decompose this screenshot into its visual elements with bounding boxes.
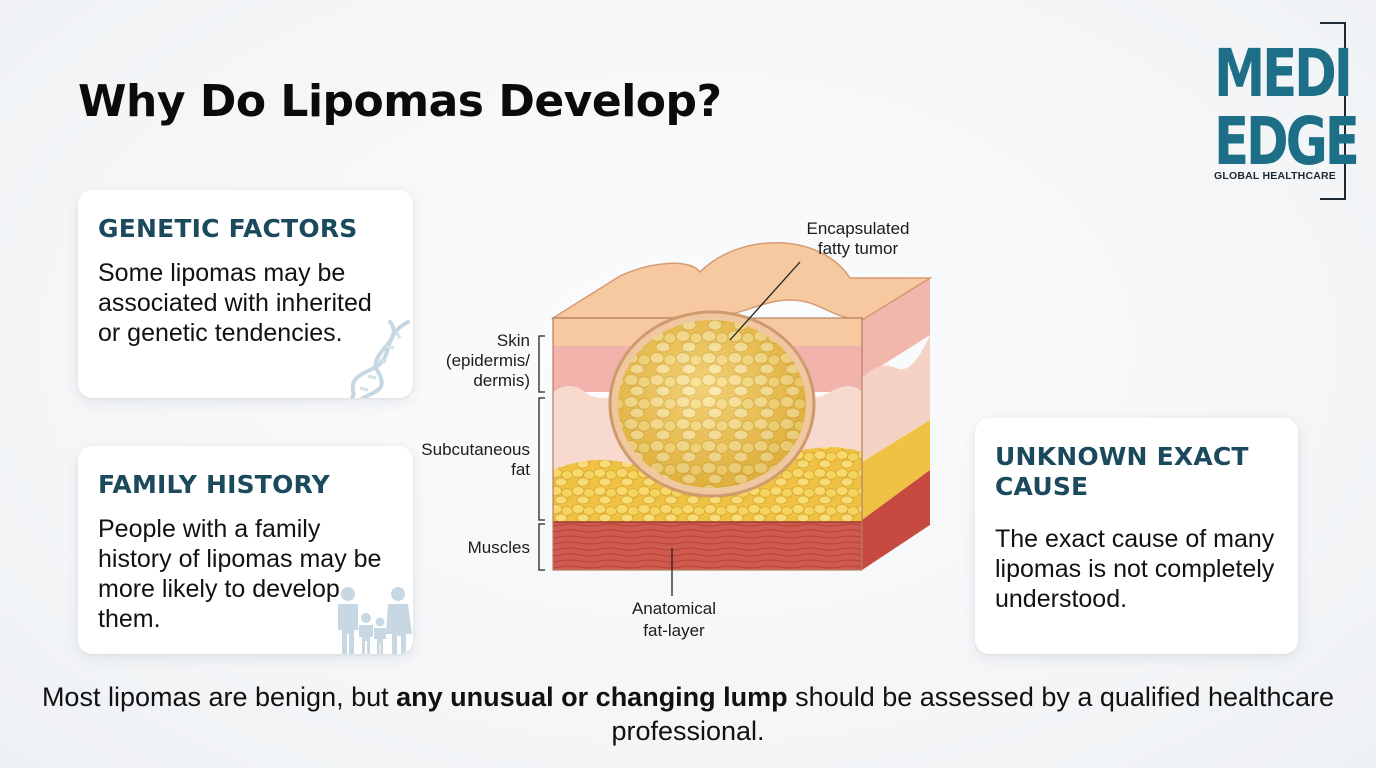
block-right-face bbox=[861, 277, 931, 570]
footer-emphasis: any unusual or changing lump bbox=[396, 682, 788, 712]
unknown-cause-card: UNKNOWN EXACT CAUSE The exact cause of m… bbox=[975, 418, 1298, 654]
label-subq-2: fat bbox=[511, 460, 530, 479]
logo-subtitle: GLOBAL HEALTHCARE bbox=[1214, 170, 1337, 182]
label-skin-1: Skin bbox=[497, 331, 530, 350]
family-icon bbox=[338, 587, 412, 654]
label-muscles: Muscles bbox=[468, 538, 530, 557]
dna-icon bbox=[350, 320, 410, 398]
label-skin-3: dermis) bbox=[473, 371, 530, 390]
label-subq-1: Subcutaneous bbox=[421, 440, 530, 459]
footer-text-1: Most lipomas are benign, but bbox=[41, 682, 397, 712]
footer-note: Most lipomas are benign, but any unusual… bbox=[0, 680, 1376, 748]
label-anatomical-2: fat-layer bbox=[643, 621, 705, 640]
logo-line-1: MEDI bbox=[1214, 35, 1353, 112]
genetic-factors-heading: GENETIC FACTORS bbox=[98, 214, 358, 243]
family-history-heading: FAMILY HISTORY bbox=[98, 470, 330, 499]
label-anatomical-1: Anatomical bbox=[632, 599, 716, 618]
genetic-factors-text: Some lipomas may be associated with inhe… bbox=[98, 259, 372, 347]
label-tumor-2: fatty tumor bbox=[818, 239, 899, 258]
brand-logo: MEDI EDGE GLOBAL HEALTHCARE bbox=[1214, 22, 1360, 200]
page-title: Why Do Lipomas Develop? bbox=[78, 76, 722, 127]
skin-top-surface bbox=[550, 242, 933, 321]
encapsulated-fatty-tumor bbox=[608, 310, 816, 498]
label-tumor-1: Encapsulated bbox=[806, 219, 909, 238]
family-history-card: FAMILY HISTORY People with a family hist… bbox=[78, 446, 413, 654]
unknown-cause-heading: UNKNOWN EXACT CAUSE bbox=[995, 442, 1249, 501]
genetic-factors-card: GENETIC FACTORS Some lipomas may be asso… bbox=[78, 190, 413, 398]
logo-line-2: EDGE bbox=[1214, 103, 1360, 180]
footer-text-2: should be assessed by a qualified health… bbox=[611, 682, 1335, 746]
label-skin-2: (epidermis/ bbox=[446, 351, 530, 370]
unknown-cause-text: The exact cause of many lipomas is not c… bbox=[995, 525, 1275, 613]
family-history-text: People with a family history of lipomas … bbox=[98, 515, 382, 633]
